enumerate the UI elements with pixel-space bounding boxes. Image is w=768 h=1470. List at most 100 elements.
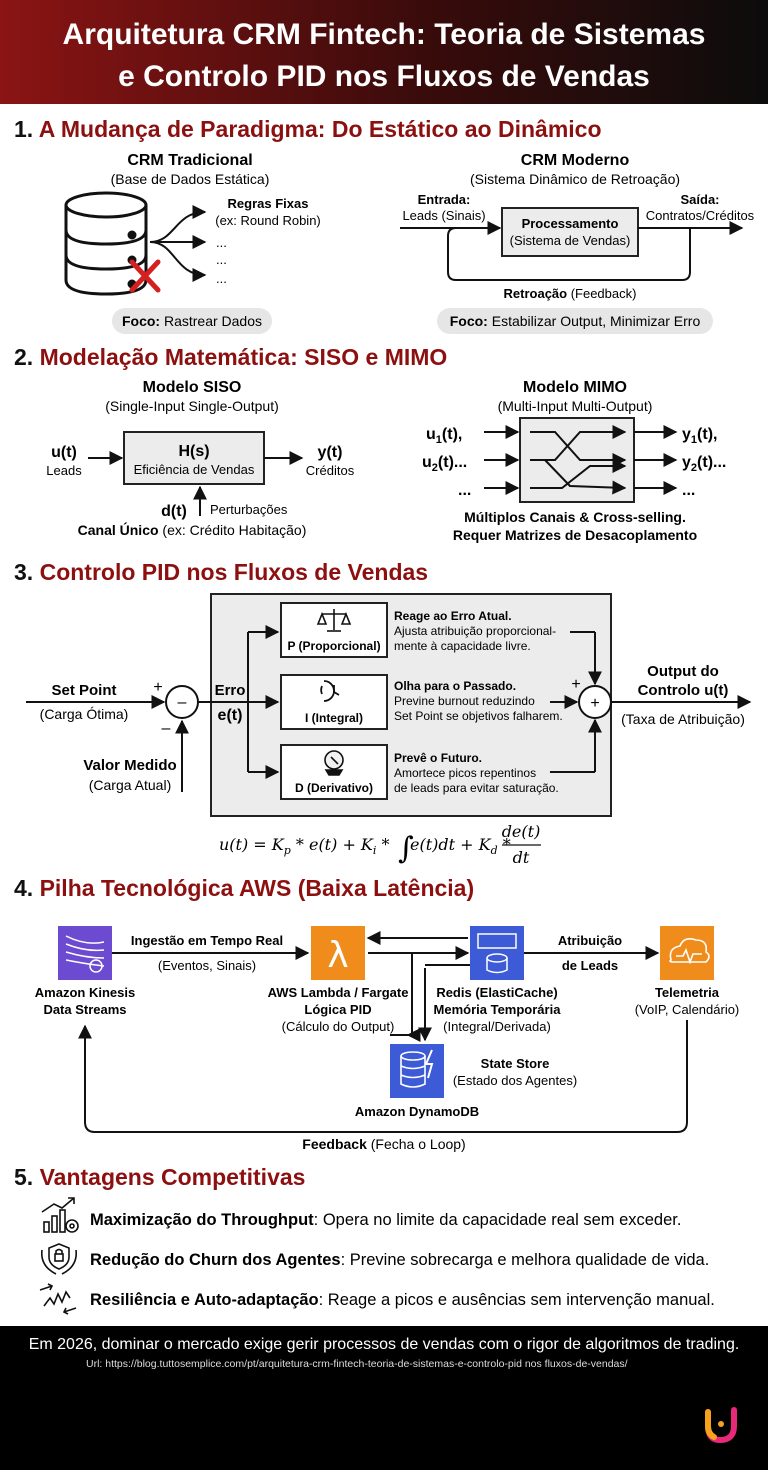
siso-h-sub: Eficiência de Vendas bbox=[134, 462, 255, 477]
i-box bbox=[280, 674, 388, 730]
spring-arrows-icon bbox=[39, 1283, 77, 1315]
crm-modern-title: CRM Moderno bbox=[521, 152, 630, 169]
round-robin-label: (ex: Round Robin) bbox=[215, 213, 321, 228]
svg-text:e(t)dt + Kd *: e(t)dt + Kd * bbox=[410, 835, 511, 857]
kinesis-icon bbox=[58, 926, 112, 980]
attribution-label-2: de Leads bbox=[562, 958, 618, 973]
mimo-output-1: y1(t), bbox=[682, 426, 717, 446]
mimo-title: Modelo MIMO bbox=[523, 379, 627, 396]
mimo-note-1: Múltiplos Canais & Cross-selling. bbox=[464, 509, 686, 525]
footer-statement: Em 2026, dominar o mercado exige gerir p… bbox=[29, 1336, 740, 1353]
fixed-rules-label: Regras Fixas bbox=[228, 196, 309, 211]
redis-label-3: (Integral/Derivada) bbox=[443, 1019, 551, 1034]
growth-chart-icon bbox=[41, 1197, 79, 1233]
p-box-label: P (Proporcional) bbox=[287, 639, 380, 653]
siso-input-sub: Leads bbox=[46, 463, 82, 478]
single-channel-text: Canal Único (ex: Crédito Habitação) bbox=[78, 521, 307, 538]
error-et: e(t) bbox=[218, 707, 243, 724]
rules-branch-arrows bbox=[149, 205, 207, 282]
redis-icon bbox=[470, 926, 524, 980]
advantage-3: Resiliência e Auto-adaptação: Reage a pi… bbox=[90, 1291, 715, 1309]
mimo-crossing-lines bbox=[530, 425, 627, 495]
mimo-output-arrows bbox=[634, 425, 678, 495]
controller-output-sub: (Taxa de Atribuição) bbox=[621, 711, 745, 727]
attribution-label-1: Atribuição bbox=[558, 933, 622, 948]
siso-output-sub: Créditos bbox=[306, 463, 355, 478]
svg-text:de(t): de(t) bbox=[502, 822, 541, 841]
mimo-output-3: ... bbox=[682, 482, 695, 499]
siso-title: Modelo SISO bbox=[143, 379, 242, 396]
d-title: Prevê o Futuro. bbox=[394, 751, 482, 765]
crm-modern-subtitle: (Sistema Dinâmico de Retroação) bbox=[470, 171, 680, 187]
setpoint-label: Set Point bbox=[51, 682, 116, 699]
rule-dots-2: ... bbox=[216, 252, 227, 267]
feedback-loop-line bbox=[447, 227, 691, 281]
lambda-icon bbox=[311, 926, 365, 980]
i-line-2: Set Point se objetivos falharem. bbox=[394, 709, 563, 723]
mimo-input-2: u2(t)... bbox=[422, 454, 467, 474]
lambda-label-3: (Cálculo do Output) bbox=[282, 1019, 395, 1034]
junction-minus: – bbox=[178, 694, 187, 711]
input-text: Leads (Sinais) bbox=[402, 208, 485, 223]
measured-sub: (Carga Atual) bbox=[89, 777, 171, 793]
section-4-heading: 4. Pilha Tecnológica AWS (Baixa Latência… bbox=[14, 875, 474, 901]
disturbance-sub: Perturbações bbox=[210, 502, 288, 517]
footer-url: Url: https://blog.tuttosemplice.com/pt/a… bbox=[86, 1358, 628, 1370]
d-line-2: de leads para evitar saturação. bbox=[394, 781, 559, 795]
p-line-1: Ajusta atribuição proporcional- bbox=[394, 624, 556, 638]
traditional-focus-pill bbox=[112, 308, 272, 334]
output-junction-plus: + bbox=[590, 695, 599, 712]
mimo-input-1: u1(t), bbox=[426, 426, 462, 446]
kinesis-stream-lines bbox=[65, 935, 105, 973]
ingest-label-1: Ingestão em Tempo Real bbox=[131, 933, 283, 948]
processing-title: Processamento bbox=[522, 216, 619, 231]
advantage-2: Redução do Churn dos Agentes: Previne so… bbox=[90, 1251, 709, 1269]
siso-output-label: y(t) bbox=[318, 444, 343, 461]
dynamodb-glyph bbox=[400, 1049, 434, 1088]
modern-focus-text: Foco: Estabilizar Output, Minimizar Erro bbox=[450, 313, 701, 329]
output-text: Contratos/Créditos bbox=[646, 208, 755, 223]
section-1-heading: 1. A Mudança de Paradigma: Do Estático a… bbox=[14, 116, 602, 142]
redis-label-2: Memória Temporária bbox=[434, 1002, 562, 1017]
red-x-icon bbox=[129, 259, 161, 293]
state-store-sub: (Estado dos Agentes) bbox=[453, 1073, 577, 1088]
siso-h-label: H(s) bbox=[178, 443, 209, 460]
lambda-label-1: AWS Lambda / Fargate bbox=[268, 985, 409, 1000]
section-5-heading: 5. Vantagens Competitivas bbox=[14, 1164, 305, 1190]
modern-focus-pill bbox=[437, 308, 713, 334]
mimo-output-2: y2(t)... bbox=[682, 454, 726, 474]
input-label: Entrada: bbox=[418, 192, 471, 207]
brand-logo-icon bbox=[705, 1407, 737, 1444]
state-store-label: State Store bbox=[481, 1056, 550, 1071]
svg-text:∫: ∫ bbox=[398, 831, 414, 866]
lambda-label-2: Lógica PID bbox=[304, 1002, 371, 1017]
lambda-glyph: λ bbox=[327, 935, 348, 976]
junction-minus-label: – bbox=[162, 720, 171, 737]
feedback-label: Retroação (Feedback) bbox=[504, 286, 637, 301]
title-line-1: Arquitetura CRM Fintech: Teoria de Siste… bbox=[63, 18, 706, 51]
hands-shield-icon bbox=[40, 1243, 78, 1275]
crm-traditional-title: CRM Tradicional bbox=[127, 152, 252, 169]
telemetry-feedback-loop bbox=[78, 1020, 688, 1133]
kinesis-label-2: Data Streams bbox=[43, 1002, 126, 1017]
telemetry-label-1: Telemetria bbox=[655, 985, 720, 1000]
controller-output-label-1: Output do bbox=[647, 663, 719, 680]
rule-dots-1: ... bbox=[216, 235, 227, 250]
mimo-input-3: ... bbox=[458, 482, 471, 499]
database-icon bbox=[64, 191, 148, 296]
redis-label-1: Redis (ElastiCache) bbox=[436, 985, 557, 1000]
section-3-heading: 3. Controlo PID nos Fluxos de Vendas bbox=[14, 559, 428, 585]
section-2-heading: 2. Modelação Matemática: SISO e MIMO bbox=[14, 344, 447, 370]
measured-label: Valor Medido bbox=[83, 757, 176, 774]
svg-text:dt: dt bbox=[513, 848, 530, 867]
title-line-2: e Controlo PID nos Fluxos de Vendas bbox=[118, 60, 650, 93]
advantage-1: Maximização do Throughput: Opera no limi… bbox=[90, 1211, 681, 1229]
d-box-label: D (Derivativo) bbox=[295, 781, 373, 795]
i-title: Olha para o Passado. bbox=[394, 679, 516, 693]
feedback-loop-label: Feedback (Fecha o Loop) bbox=[302, 1136, 465, 1152]
history-clock-icon bbox=[320, 680, 340, 702]
dynamodb-label: Amazon DynamoDB bbox=[355, 1104, 479, 1119]
footer-band bbox=[0, 1326, 768, 1470]
i-line-1: Previne burnout reduzindo bbox=[394, 694, 535, 708]
kinesis-label-1: Amazon Kinesis bbox=[35, 985, 135, 1000]
